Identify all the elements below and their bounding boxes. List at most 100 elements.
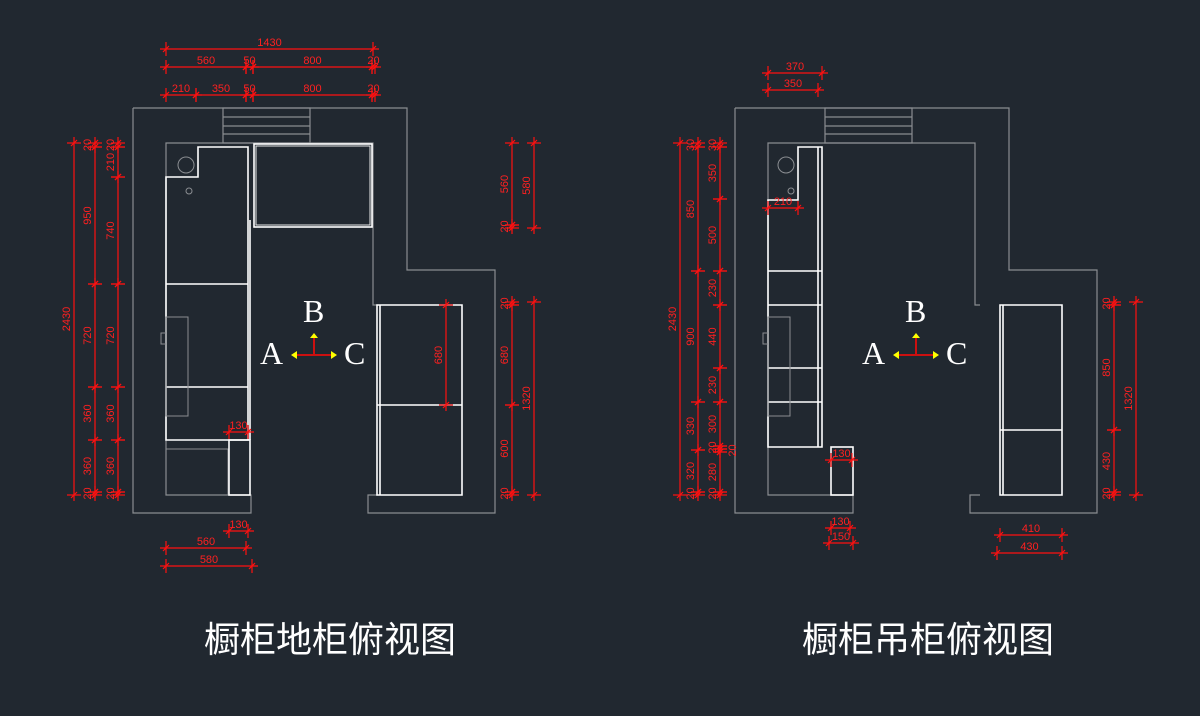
tick-mark: [368, 91, 376, 99]
tick-mark: [716, 267, 724, 275]
dimension: 130: [223, 420, 254, 439]
right-dimensions: 3703502430308509003303202030350500230440…: [667, 61, 1143, 560]
tick-mark: [114, 143, 122, 151]
tick-mark: [508, 139, 516, 147]
tick-mark: [694, 398, 702, 406]
dimension: 430: [991, 541, 1068, 560]
tick-mark: [114, 436, 122, 444]
dimension-label: 320: [685, 462, 697, 480]
hob-outline: [767, 316, 791, 417]
compass: A B C: [862, 293, 967, 371]
dimension-label: 20: [707, 441, 719, 453]
tick-mark: [162, 544, 170, 552]
dimension: 580: [160, 554, 258, 573]
dimension: 740: [105, 171, 125, 290]
dimension: 360: [105, 381, 125, 446]
compass-label-c: C: [344, 335, 365, 371]
tick-mark: [244, 527, 252, 535]
tick-mark: [764, 86, 772, 94]
dimension: 370: [762, 61, 828, 80]
knob-outline: [762, 332, 769, 345]
arrow-left-icon: [893, 351, 899, 359]
dimension-label: 20: [367, 55, 379, 67]
tick-mark: [1132, 298, 1140, 306]
compass-label-a: A: [862, 335, 885, 371]
tick-mark: [249, 63, 257, 71]
tick-mark: [369, 45, 377, 53]
stair-hatch: [824, 107, 913, 144]
sink-icon: [177, 156, 195, 174]
dimension-label: 580: [200, 554, 218, 566]
tick-mark: [249, 91, 257, 99]
tick-mark: [442, 301, 450, 309]
dimension: 360: [82, 434, 102, 498]
dimension-label: 20: [82, 487, 94, 499]
tick-mark: [242, 91, 250, 99]
dimension-label: 430: [1101, 452, 1113, 470]
dimension: 600: [499, 399, 519, 498]
dimension-label: 2430: [667, 307, 679, 331]
base-cabinet-top-inner: [255, 145, 371, 226]
dimension: 350: [762, 78, 824, 97]
tick-mark: [248, 562, 256, 570]
tick-mark: [114, 488, 122, 496]
dimension-label: 350: [212, 83, 230, 95]
dimension-label: 150: [832, 531, 850, 543]
dimension-label: 20: [82, 139, 94, 151]
tick-mark: [1058, 531, 1066, 539]
dimension: 560: [499, 137, 519, 231]
left-plan-title: 橱柜地柜俯视图: [204, 620, 456, 661]
dimension-label: 230: [707, 279, 719, 297]
dimension-label: 720: [82, 326, 94, 344]
tick-mark: [676, 139, 684, 147]
dimension-label: 210: [105, 153, 117, 171]
dimension-label: 800: [303, 83, 321, 95]
dimension: 230: [707, 362, 727, 408]
dimension-label: 360: [105, 404, 117, 422]
dimension-label: 20: [105, 487, 117, 499]
tick-mark: [694, 446, 702, 454]
dimension-label: 410: [1022, 523, 1040, 535]
dimension: 130: [223, 519, 254, 538]
dimension-label: 850: [685, 200, 697, 218]
sink-icon: [777, 156, 795, 174]
dimension: 580: [521, 137, 541, 234]
stair-hatch: [222, 107, 311, 144]
dimension-label: 20: [727, 444, 739, 456]
dimension-label: 900: [685, 327, 697, 345]
base-cabinet-top: [253, 143, 373, 228]
dimension-label: 850: [1101, 358, 1113, 376]
dimension-label: 1320: [1123, 386, 1135, 410]
dimension-label: 680: [433, 346, 445, 364]
dimension-label: 800: [303, 55, 321, 67]
dimension: 2430: [61, 137, 81, 501]
arrow-right-icon: [933, 351, 939, 359]
dimension: 680: [499, 299, 519, 411]
tick-mark: [818, 69, 826, 77]
dimension: 20: [1101, 486, 1121, 501]
tick-mark: [716, 301, 724, 309]
dimension-label: 130: [832, 448, 850, 460]
tick-mark: [716, 488, 724, 496]
tick-mark: [371, 63, 379, 71]
dimension: 720: [82, 278, 102, 393]
dimension-label: 560: [197, 536, 215, 548]
tick-mark: [244, 428, 252, 436]
dimension: 360: [82, 381, 102, 446]
drain-icon: [185, 187, 193, 195]
compass-label-b: B: [905, 293, 926, 329]
tick-mark: [162, 91, 170, 99]
dimension: 720: [105, 278, 125, 393]
tick-mark: [242, 63, 250, 71]
dimension-label: 20: [1101, 487, 1113, 499]
tick-mark: [716, 364, 724, 372]
tick-mark: [993, 549, 1001, 557]
dimension-label: 360: [82, 457, 94, 475]
appliance-outline: [165, 448, 229, 496]
wall-cabinet-right: [999, 304, 1063, 496]
dimension-label: 210: [774, 196, 792, 208]
tick-mark: [716, 143, 724, 151]
dimension-label: 20: [105, 139, 117, 151]
dimension: 800: [247, 83, 378, 102]
dimension: 1430: [160, 37, 379, 56]
